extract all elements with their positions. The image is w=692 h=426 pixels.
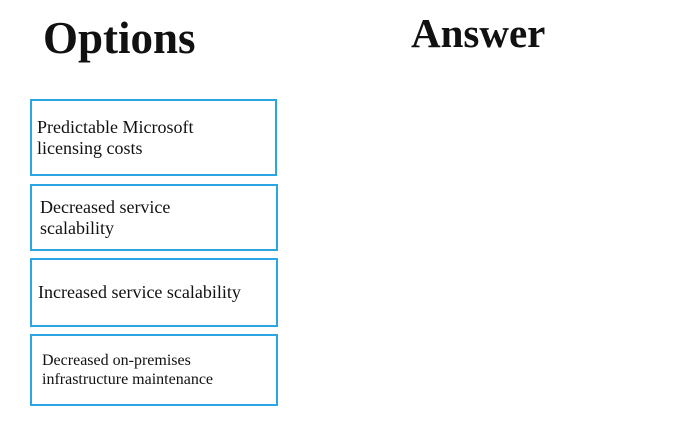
option-label: Predictable Microsoft licensing costs	[37, 116, 194, 158]
option-item[interactable]: Increased service scalability	[30, 258, 278, 327]
option-label: Decreased on-premises infrastructure mai…	[42, 352, 214, 388]
option-item[interactable]: Decreased service scalability	[30, 184, 278, 251]
option-item[interactable]: Predictable Microsoft licensing costs	[30, 99, 277, 176]
options-heading: Options	[43, 13, 196, 63]
option-label: Decreased service scalability	[40, 196, 171, 238]
option-item[interactable]: Decreased on-premises infrastructure mai…	[30, 334, 278, 406]
options-list: Predictable Microsoft licensing costs De…	[30, 99, 278, 407]
answer-heading: Answer	[411, 10, 546, 56]
option-label: Increased service scalability	[38, 282, 241, 302]
answer-drop-area[interactable]	[392, 80, 672, 410]
